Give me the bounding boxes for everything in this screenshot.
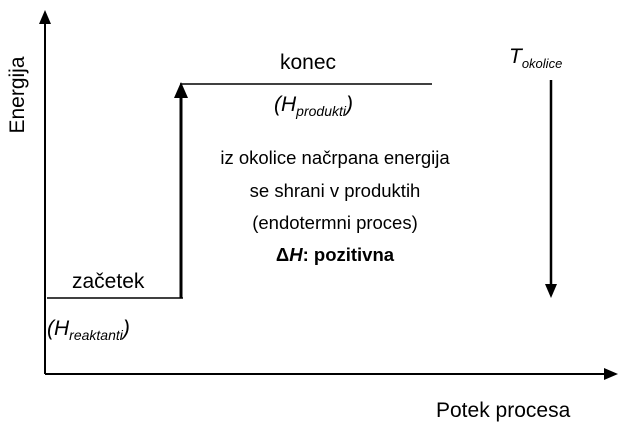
description-line-4: ΔH: pozitivna [275, 244, 395, 265]
y-axis-arrowhead [39, 10, 51, 24]
energy-increase-arrowhead [174, 82, 188, 98]
surroundings-temperature-symbol: Tokolice [509, 45, 563, 71]
description-line-3: (endotermni proces) [252, 212, 418, 233]
end-enthalpy-symbol: (Hprodukti) [274, 93, 353, 119]
end-level-label: konec [280, 51, 337, 74]
start-level-label: začetek [72, 270, 145, 293]
temperature-decrease-arrowhead [545, 284, 557, 298]
description-line-1: iz okolice načrpana energija [220, 147, 450, 168]
x-axis-label: Potek procesa [436, 399, 571, 422]
x-axis-arrowhead [604, 368, 618, 380]
y-axis-label: Energija [6, 56, 29, 134]
start-enthalpy-symbol: (Hreaktanti) [47, 317, 130, 343]
description-line-2: se shrani v produktih [249, 180, 421, 201]
